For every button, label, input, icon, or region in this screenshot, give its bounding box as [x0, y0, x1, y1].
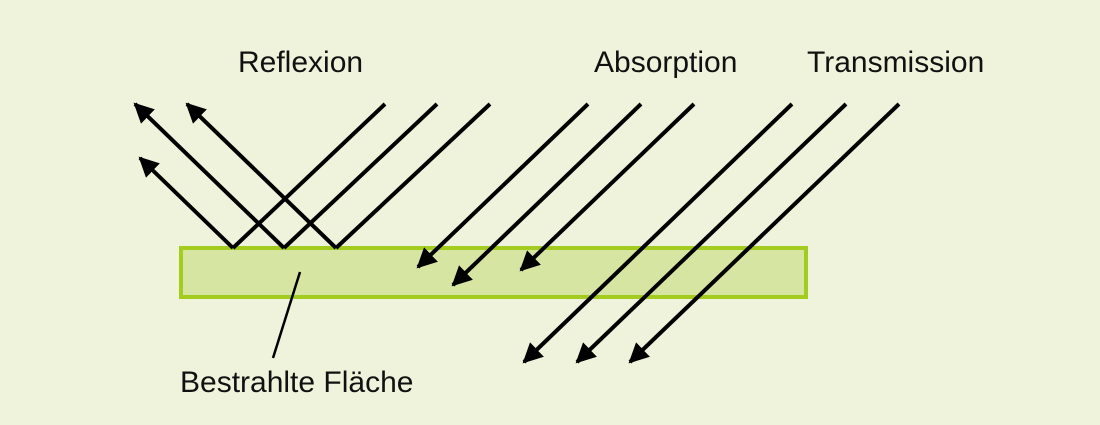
reflexion-label: Reflexion [238, 46, 363, 79]
absorption-arrow [519, 102, 696, 272]
irradiated-surface [179, 246, 808, 299]
reflexion-reflected-arrow [138, 156, 235, 250]
reflexion-reflected-arrow [133, 102, 286, 250]
transmission-arrow [628, 102, 901, 364]
absorption-label: Absorption [594, 46, 737, 79]
reflexion-incoming-ray [334, 102, 492, 250]
transmission-arrow [575, 102, 848, 364]
surface-label-pointer [271, 271, 302, 359]
reflexion-reflected-arrow [185, 102, 338, 250]
surface-label: Bestrahlte Fläche [180, 366, 413, 399]
absorption-arrow [451, 102, 643, 287]
absorption-arrow [416, 102, 590, 269]
transmission-arrow [522, 102, 794, 364]
transmission-label: Transmission [807, 46, 984, 79]
